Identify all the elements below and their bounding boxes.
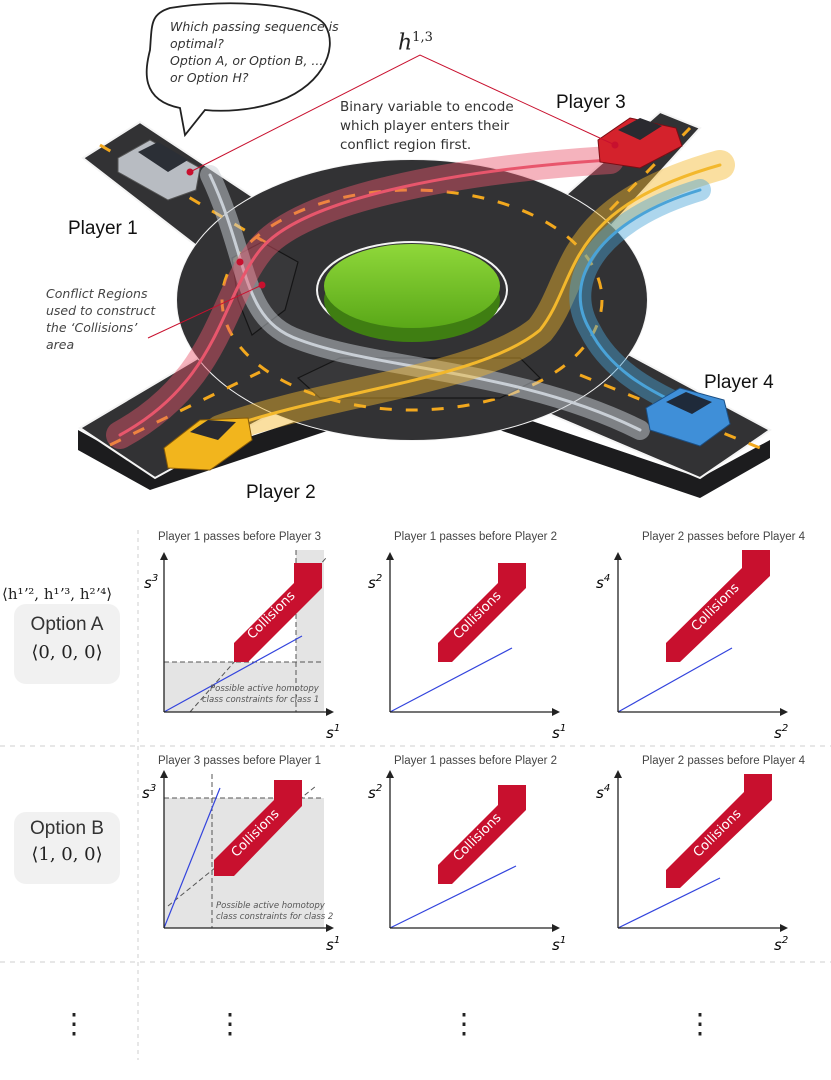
ellipsis: ⋮ — [450, 1007, 478, 1040]
y-axis-label: s3 — [142, 783, 156, 802]
constraint-note: class constraints for class 1 — [202, 695, 319, 705]
trajectory-line — [389, 865, 517, 929]
annotation-lines — [147, 54, 616, 339]
car-player2 — [163, 417, 253, 471]
trajectory-line — [389, 647, 513, 713]
y-axis-label: s3 — [144, 573, 158, 592]
header-tuple: ⟨h¹ʼ², h¹ʼ³, h²ʼ⁴⟩ — [2, 585, 113, 603]
conflict-regions-note: Conflict Regions used to construct the ‘… — [46, 285, 166, 353]
trajectory-line — [163, 787, 221, 929]
player2-label: Player 2 — [246, 482, 316, 503]
player4-label: Player 4 — [704, 372, 774, 393]
collision-region — [666, 774, 772, 888]
collision-region — [438, 563, 526, 662]
y-axis-label: s2 — [368, 573, 382, 592]
note-line: the ‘Collisions’ — [46, 320, 138, 335]
panel-title: Player 2 passes before Player 4 — [642, 755, 806, 767]
x-axis-label: s1 — [326, 723, 340, 742]
bubble-line: optimal? — [170, 36, 224, 51]
option-name: Option B — [30, 818, 104, 839]
ellipsis: ⋮ — [686, 1007, 714, 1040]
constraint-note: Possible active homotopy — [216, 901, 326, 911]
panel-title: Player 3 passes before Player 1 — [158, 755, 322, 767]
option-name: Option A — [30, 614, 104, 635]
panel-title: Player 1 passes before Player 2 — [394, 755, 558, 767]
trajectory-line — [163, 635, 303, 713]
car-player1 — [117, 139, 201, 201]
collision-region — [666, 550, 770, 662]
plot-b1: Collisions Possible active homotopy clas… — [142, 770, 340, 954]
ellipsis: ⋮ — [60, 1007, 88, 1040]
y-axis-label: s2 — [368, 783, 382, 802]
plot-b2: Collisions s2 s1 — [368, 770, 566, 954]
annotation-dots — [186, 141, 619, 289]
x-axis-label: s1 — [552, 723, 566, 742]
note-line: which player enters their — [340, 118, 510, 134]
note-line: Conflict Regions — [46, 286, 148, 301]
center-island — [316, 241, 508, 342]
y-axis-label: s4 — [596, 783, 610, 802]
plot-a3: Collisions s4 s2 — [596, 550, 788, 742]
h13-label: h1,3 — [398, 30, 433, 56]
collision-region — [438, 785, 526, 884]
note-line: area — [46, 337, 75, 352]
y-axis-label: s4 — [596, 573, 610, 592]
constraint-note: class constraints for class 2 — [216, 912, 333, 922]
player1-label: Player 1 — [68, 218, 138, 239]
option-tuple: ⟨1, 0, 0⟩ — [31, 844, 103, 865]
note-line: used to construct — [46, 303, 156, 318]
speech-bubble — [145, 2, 331, 138]
path-player2 — [218, 163, 722, 432]
path-player3 — [118, 158, 612, 437]
panel-title: Player 1 passes before Player 2 — [394, 531, 558, 543]
panel-title: Player 1 passes before Player 3 — [158, 531, 322, 543]
car-player4 — [645, 387, 731, 447]
ellipsis: ⋮ — [216, 1007, 244, 1040]
grid-separators — [0, 530, 831, 1060]
x-axis-label: s2 — [774, 723, 788, 742]
constraint-note: Possible active homotopy — [210, 684, 320, 694]
option-a-box: Option A ⟨0, 0, 0⟩ — [14, 604, 120, 684]
speech-bubble-text: Which passing sequence is optimal? Optio… — [170, 18, 340, 86]
x-axis-label: s2 — [774, 935, 788, 954]
path-player1 — [208, 173, 642, 432]
player-paths — [106, 146, 735, 449]
plot-b3: Collisions s4 s2 — [596, 770, 788, 954]
option-tuple: ⟨0, 0, 0⟩ — [31, 642, 103, 663]
bubble-line: Which passing sequence is — [170, 19, 339, 34]
collision-region — [234, 563, 322, 662]
path-player4 — [578, 188, 702, 402]
trajectory-line — [617, 647, 733, 713]
bubble-line: Option A, or Option B, ... — [170, 53, 324, 68]
player3-label: Player 3 — [556, 92, 626, 113]
intersection-illustration — [78, 2, 772, 498]
collision-region — [214, 780, 302, 876]
note-line: Binary variable to encode — [340, 99, 514, 115]
plot-a2: Collisions s2 s1 — [368, 552, 566, 742]
panel-title: Player 2 passes before Player 4 — [642, 531, 806, 543]
bubble-line: or Option H? — [170, 70, 249, 85]
car-player3 — [597, 117, 683, 169]
trajectory-line — [617, 877, 721, 929]
note-line: conflict region first. — [340, 137, 472, 153]
x-axis-label: s1 — [552, 935, 566, 954]
plot-a1: Collisions Possible active homotopy clas… — [144, 550, 340, 742]
x-axis-label: s1 — [326, 935, 340, 954]
option-b-box: Option B ⟨1, 0, 0⟩ — [14, 812, 120, 884]
binary-variable-note: Binary variable to encode which player e… — [340, 98, 540, 155]
